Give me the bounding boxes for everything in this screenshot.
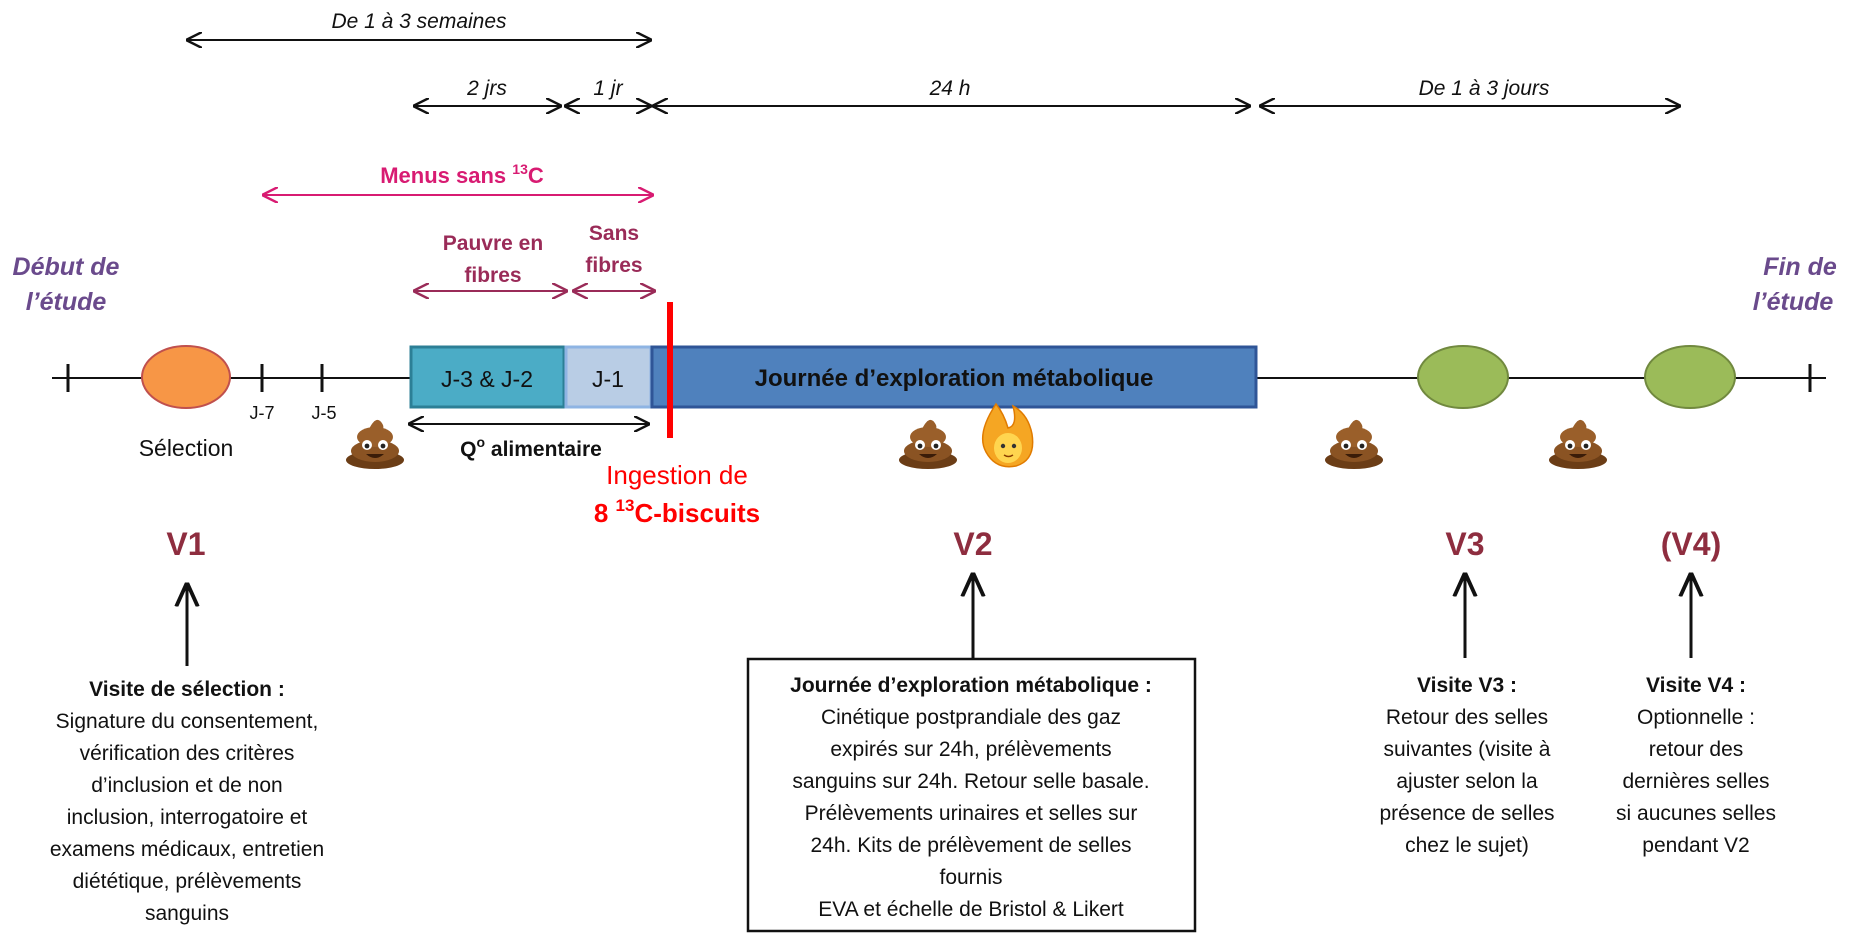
duration-weeks-label: De 1 à 3 semaines — [331, 10, 507, 33]
box-j3-j2 — [409, 345, 566, 409]
v1-label: V1 — [166, 526, 205, 562]
low-fiber-label-2: fibres — [464, 264, 521, 287]
v3-desc-line: chez le sujet) — [1405, 834, 1529, 857]
v2-desc-line: sanguins sur 24h. Retour selle basale. — [792, 770, 1149, 793]
v2-description: Journée d’exploration métabolique : Ciné… — [790, 674, 1152, 921]
duration-arrows: De 1 à 3 semaines 2 jrs 1 jr 24 h De 1 à… — [186, 10, 1681, 106]
study-end-line1: Fin de — [1763, 253, 1837, 281]
j7-label: J-7 — [249, 403, 274, 423]
v1-desc-line: Signature du consentement, — [56, 710, 319, 733]
duration-1-day-label: 1 jr — [593, 77, 623, 100]
duration-24h-label: 24 h — [929, 77, 971, 100]
v4-desc-line: dernières selles — [1622, 770, 1769, 793]
v1-desc-line: vérification des critères — [80, 742, 295, 765]
v2-desc-line: EVA et échelle de Bristol & Likert — [818, 898, 1124, 921]
v2-desc-line: Cinétique postprandiale des gaz — [821, 706, 1121, 729]
v3-desc-line: ajuster selon la — [1396, 770, 1538, 793]
v4-description: Visite V4 : Optionnelle : retour des der… — [1616, 674, 1776, 857]
v2-description-box — [746, 657, 1197, 933]
v3-desc-title: Visite V3 : — [1417, 674, 1517, 697]
v1-description: Visite de sélection : Signature du conse… — [50, 678, 324, 925]
v3-description: Visite V3 : Retour des selles suivantes … — [1379, 674, 1554, 857]
duration-end-days-label: De 1 à 3 jours — [1419, 77, 1550, 100]
poop-icon — [1549, 419, 1607, 469]
study-start-line1: Début de — [13, 253, 120, 281]
box-j1 — [564, 345, 653, 409]
v3-label: V3 — [1445, 526, 1484, 562]
v2-label: V2 — [953, 526, 992, 562]
v2-desc-line: fournis — [939, 866, 1002, 889]
v3-desc-line: Retour des selles — [1386, 706, 1548, 729]
v1-desc-line: inclusion, interrogatoire et — [67, 806, 308, 829]
v1-desc-line: d’inclusion et de non — [91, 774, 282, 797]
v2-desc-line: Prélèvements urinaires et selles sur — [805, 802, 1138, 825]
box-exploration-label: Journée d’exploration métabolique — [755, 365, 1154, 392]
v3-desc-line: suivantes (visite à — [1384, 738, 1551, 761]
no-fiber-label-1: Sans — [589, 222, 639, 245]
v2-desc-line: expirés sur 24h, prélèvements — [830, 738, 1111, 761]
duration-2-days-label: 2 jrs — [466, 77, 507, 100]
v4-desc-line: Optionnelle : — [1637, 706, 1755, 729]
j5-label: J-5 — [311, 403, 336, 423]
ingestion-label-2: 8 13C-biscuits — [594, 496, 760, 528]
box-j1-label: J-1 — [592, 366, 624, 392]
flame-icon — [981, 402, 1034, 468]
menus-label: Menus sans 13C — [380, 161, 544, 188]
v1-desc-line: sanguins — [145, 902, 229, 925]
v4-desc-line: si aucunes selles — [1616, 802, 1776, 825]
questionnaire-label: Qo alimentaire — [460, 434, 602, 461]
poop-icon — [899, 419, 957, 469]
low-fiber-label-1: Pauvre en — [443, 232, 543, 255]
ingestion-label-1: Ingestion de — [606, 460, 748, 490]
v4-desc-title: Visite V4 : — [1646, 674, 1746, 697]
no-fiber-label-2: fibres — [585, 254, 642, 277]
poop-icon — [346, 419, 404, 469]
v4-oval — [1644, 345, 1736, 409]
v4-desc-line: retour des — [1649, 738, 1744, 761]
selection-label: Sélection — [139, 435, 234, 461]
v1-oval — [141, 345, 231, 409]
v1-desc-title: Visite de sélection : — [89, 678, 285, 701]
v3-oval — [1417, 345, 1509, 409]
study-end-line2: l’étude — [1753, 288, 1834, 316]
box-j3-j2-label: J-3 & J-2 — [441, 366, 533, 392]
v4-label: (V4) — [1661, 526, 1721, 562]
poop-icon — [1325, 419, 1383, 469]
v2-desc-title: Journée d’exploration métabolique : — [790, 674, 1152, 697]
v2-desc-line: 24h. Kits de prélèvement de selles — [810, 834, 1131, 857]
box-exploration — [650, 345, 1258, 409]
v3-desc-line: présence de selles — [1379, 802, 1554, 825]
study-start-line2: l’étude — [26, 288, 107, 316]
v4-desc-line: pendant V2 — [1642, 834, 1749, 857]
v1-desc-line: diététique, prélèvements — [73, 870, 302, 893]
v1-desc-line: examens médicaux, entretien — [50, 838, 324, 861]
